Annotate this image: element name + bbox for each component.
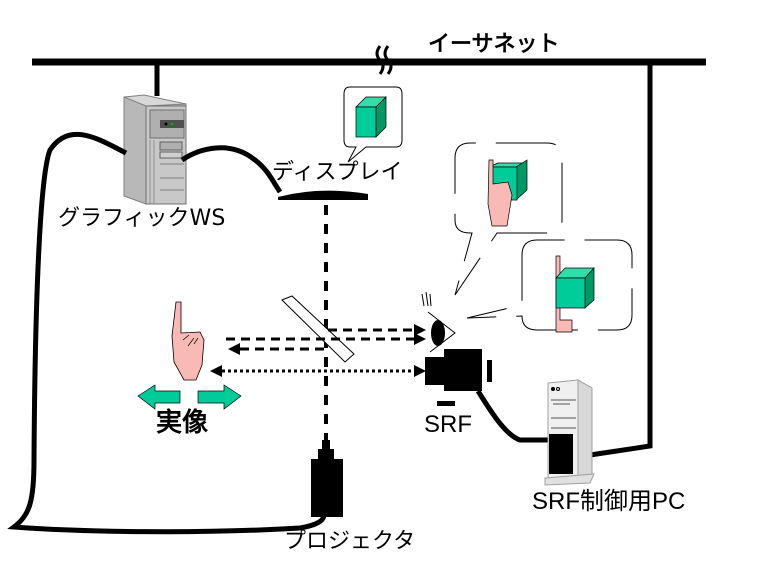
real-hand-icon bbox=[171, 301, 205, 381]
srf-control-pc-icon bbox=[544, 379, 595, 486]
view-bubble-correct bbox=[466, 239, 633, 333]
view-bubble-occluded bbox=[454, 142, 563, 296]
move-right-arrow bbox=[197, 384, 242, 410]
ethernet-break-mark bbox=[375, 45, 393, 75]
display-bubble bbox=[343, 86, 403, 163]
srf-camera-icon bbox=[425, 349, 492, 406]
ray-arrowhead-3 bbox=[228, 343, 240, 355]
real-image-label: 実像 bbox=[156, 408, 209, 438]
range-arrowhead-right bbox=[414, 365, 426, 377]
graphic-ws-icon bbox=[123, 94, 187, 205]
ethernet-label: イーサネット bbox=[428, 32, 560, 57]
graphic-ws-label: グラフィックWS bbox=[58, 206, 226, 231]
half-mirror bbox=[281, 295, 355, 363]
ws-projector-cable bbox=[7, 131, 327, 535]
srf-control-pc-label: SRF制御用PC bbox=[532, 488, 686, 515]
srf-pc-cable bbox=[475, 389, 548, 443]
projector-icon bbox=[311, 440, 343, 517]
ray-arrowhead-1 bbox=[414, 324, 426, 336]
srf-label: SRF bbox=[424, 411, 472, 438]
projector-label: プロジェクタ bbox=[284, 529, 416, 554]
move-left-arrow bbox=[137, 384, 181, 410]
ray-arrowhead-2 bbox=[414, 333, 426, 345]
range-arrowhead-left bbox=[210, 365, 222, 377]
ws-display-cable bbox=[180, 145, 283, 194]
srf-pc-ethernet-link bbox=[589, 62, 653, 458]
eye-icon bbox=[421, 291, 456, 353]
display-panel bbox=[278, 190, 368, 200]
display-label: ディスプレイ bbox=[272, 160, 403, 185]
